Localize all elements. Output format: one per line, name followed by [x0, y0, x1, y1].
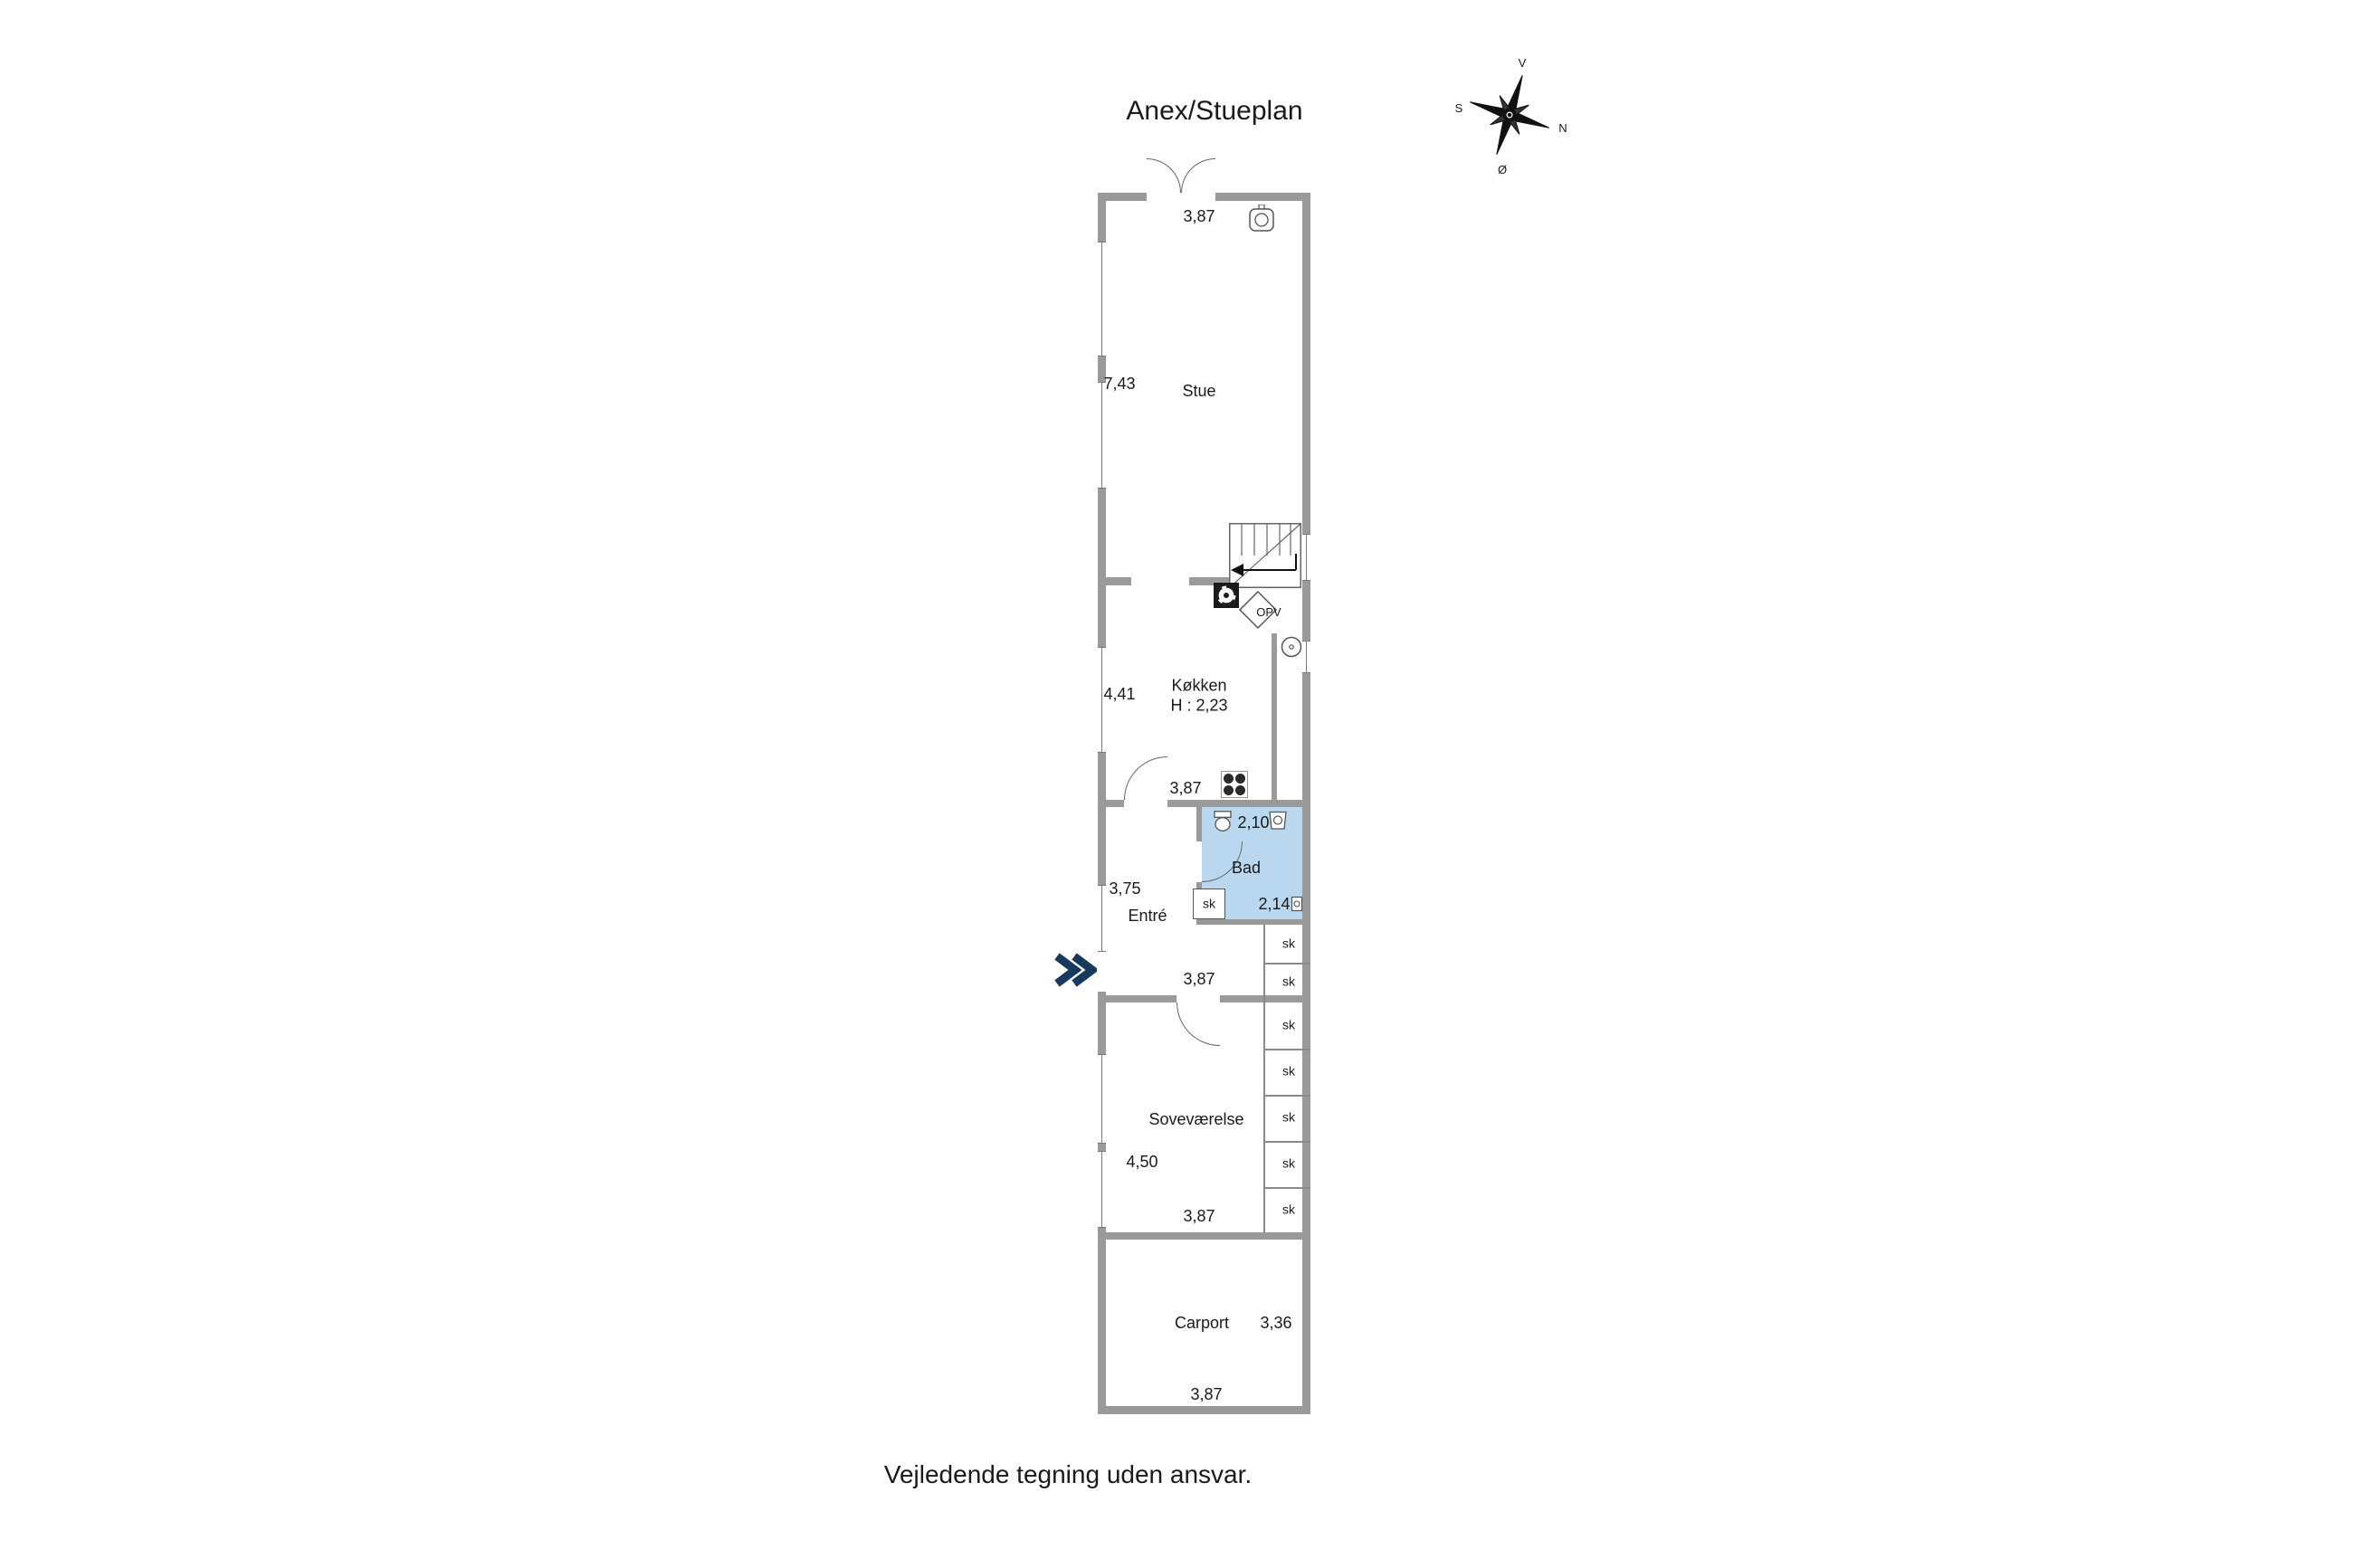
closet-label: sk: [1282, 1202, 1295, 1217]
dim-entre-width: 3,87: [1183, 970, 1215, 989]
room-label-bad: Bad: [1231, 859, 1262, 878]
dim-stue-depth: 7,43: [1103, 375, 1136, 394]
closet-shelf-line: [1263, 1141, 1310, 1143]
sink-icon: [1249, 204, 1274, 232]
compass-label-s: S: [1454, 101, 1463, 116]
dim-kokken-depth: 4,41: [1103, 685, 1136, 704]
ventilation-fan-icon: [1214, 583, 1239, 608]
wall-stue-kokken-right: [1189, 577, 1229, 585]
wall-bad-bottom: [1196, 919, 1310, 925]
wall-kokken-nook: [1272, 633, 1277, 800]
dim-kokken-width: 3,87: [1169, 779, 1202, 798]
compass-label-v: V: [1518, 56, 1527, 71]
window: [1098, 382, 1106, 489]
window: [1098, 647, 1106, 753]
closet-box: [1193, 889, 1225, 919]
dim-entre-depth: 3,75: [1109, 879, 1141, 898]
room-label-carport: Carport: [1174, 1314, 1230, 1333]
opv-label: OPV: [1256, 605, 1281, 620]
closet-label: sk: [1282, 1017, 1295, 1032]
wall-sovevaerelse-carport: [1098, 1232, 1310, 1240]
window: [1302, 641, 1310, 673]
dim-sovevaerelse-width: 3,87: [1183, 1207, 1215, 1226]
ceiling-height-label: H : 2,23: [1170, 696, 1228, 714]
room-label-sovevaerelse: Soveværelse: [1148, 1110, 1244, 1129]
stove-icon: [1221, 771, 1248, 798]
window: [1098, 1054, 1106, 1144]
closet-shelf-line: [1263, 1187, 1310, 1189]
room-label-kokken: Køkken H : 2,23: [1170, 676, 1227, 715]
window: [1098, 242, 1106, 356]
closet-label: sk: [1282, 1155, 1295, 1171]
entry-arrow-icon: [1054, 953, 1097, 987]
door-gap-kokken: [1124, 800, 1167, 807]
dim-bad-depth: 2,14: [1258, 895, 1291, 914]
door-swing-arc: [1147, 158, 1181, 193]
room-label-entre: Entré: [1128, 907, 1167, 926]
closet-label: sk: [1282, 1063, 1295, 1079]
plan-title: Anex/Stueplan: [1126, 96, 1303, 126]
opv-diamond-icon: [1238, 590, 1278, 630]
door-gap-bad: [1196, 841, 1202, 882]
washbasin-icon: [1269, 811, 1287, 830]
staircase: [1229, 523, 1301, 588]
closet-label: sk: [1282, 936, 1295, 951]
closet-shelf-line: [1263, 963, 1310, 965]
room-label-kokken-name: Køkken: [1171, 676, 1227, 695]
door-gap-sovevaerelse: [1176, 995, 1220, 1003]
room-label-stue: Stue: [1182, 382, 1216, 401]
wall-stue-kokken-left: [1098, 577, 1131, 585]
dim-sovevaerelse-depth: 4,50: [1126, 1153, 1158, 1172]
closet-label: sk: [1203, 896, 1215, 911]
door-gap-entry: [1098, 952, 1106, 992]
wall-kokken-entre: [1098, 800, 1310, 807]
window: [1098, 885, 1106, 952]
dim-carport-width: 3,87: [1190, 1385, 1223, 1404]
compass-label-o: Ø: [1497, 163, 1508, 177]
disclaimer-note: Vejledende tegning uden ansvar.: [883, 1460, 1253, 1489]
door-gap-terrace: [1147, 193, 1215, 201]
window: [1302, 534, 1310, 581]
toilet-icon: [1214, 811, 1232, 832]
dim-bad-width: 2,10: [1237, 813, 1270, 832]
door-swing-arc: [1181, 158, 1215, 193]
closet-shelf-line: [1263, 1049, 1310, 1050]
compass-rose-icon: [1470, 75, 1549, 155]
compass-label-n: N: [1558, 121, 1567, 136]
window: [1098, 1151, 1106, 1228]
dim-stue-width: 3,87: [1183, 207, 1215, 226]
dim-carport-depth: 3,36: [1260, 1314, 1292, 1333]
closet-label: sk: [1282, 1109, 1295, 1125]
boiler-icon: [1281, 636, 1302, 658]
shower-icon: [1291, 896, 1303, 912]
closet-shelf-line: [1263, 1095, 1310, 1097]
closet-label: sk: [1282, 974, 1295, 989]
closet-divider-vertical: [1263, 925, 1265, 1232]
